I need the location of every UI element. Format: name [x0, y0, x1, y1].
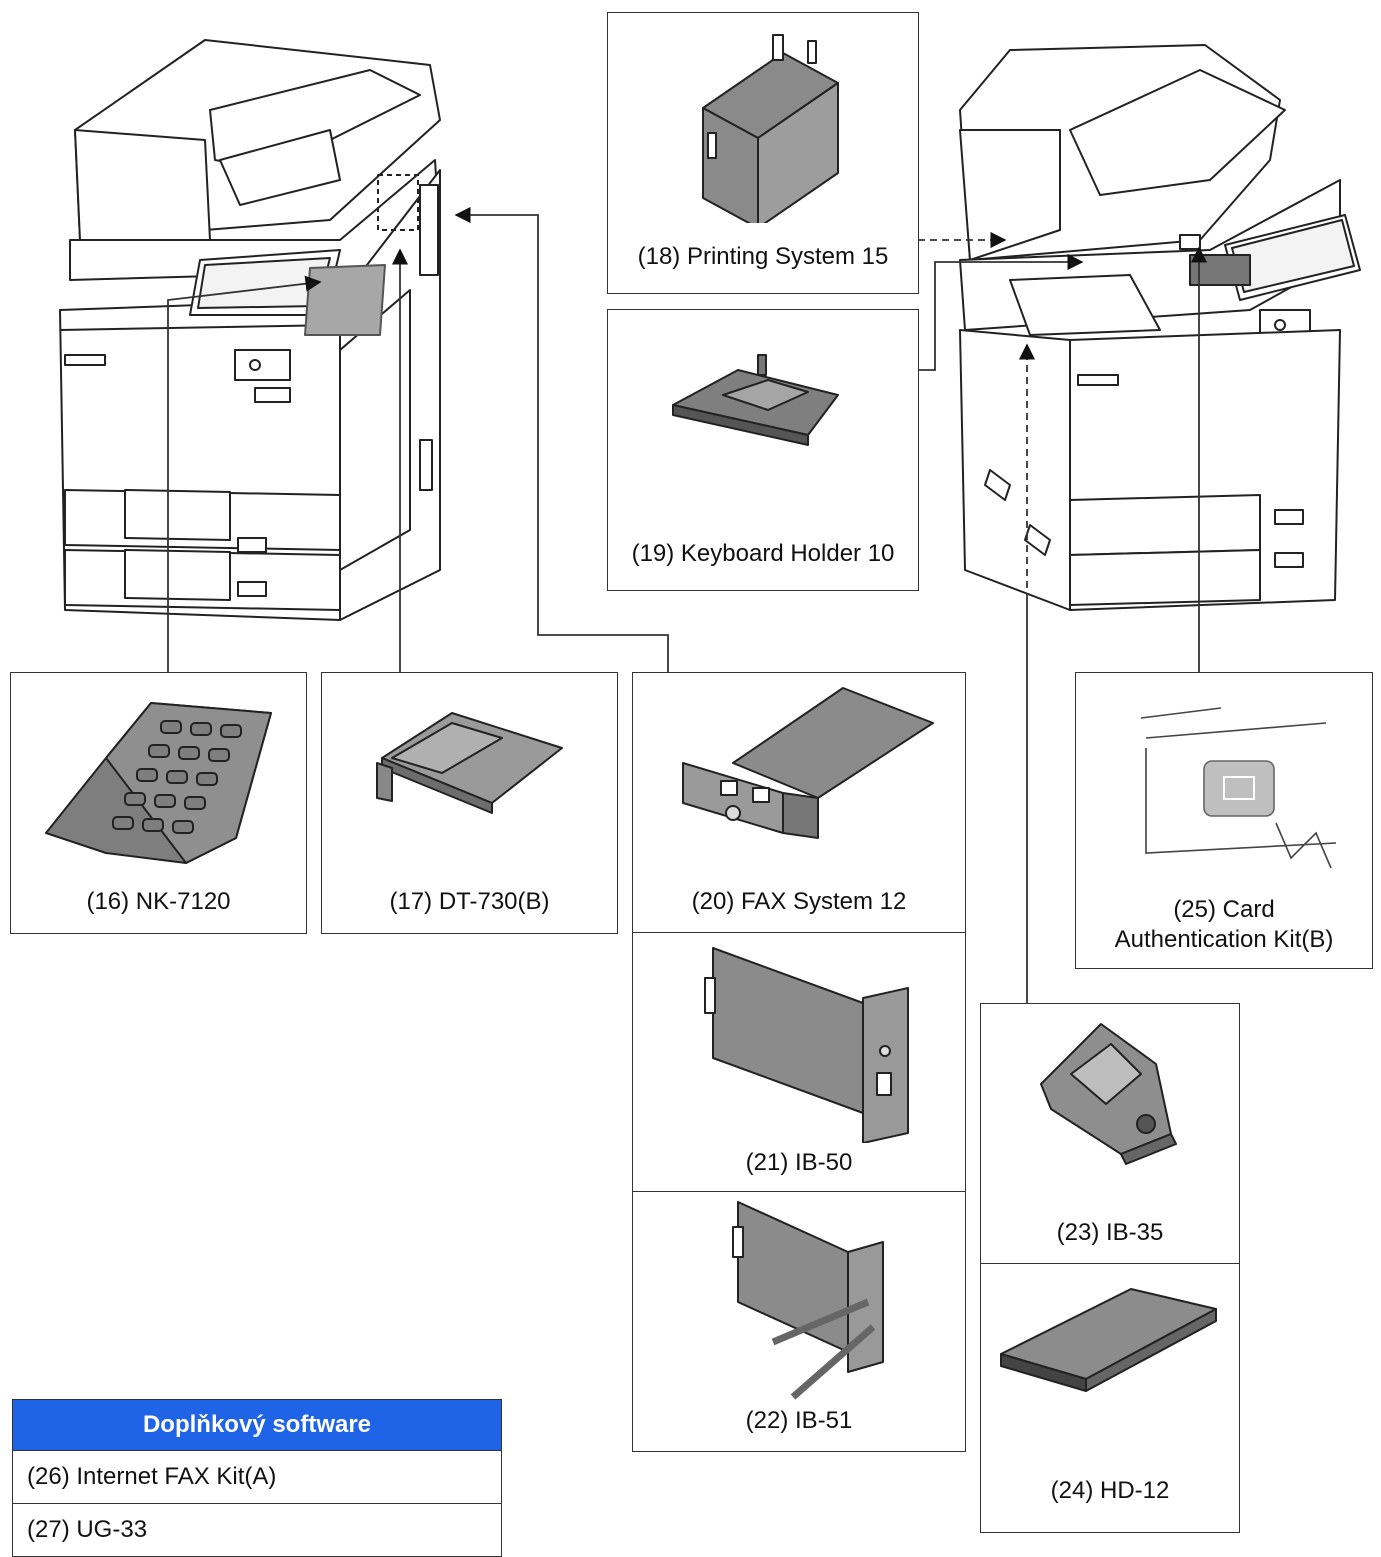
printing-system-label: (18) Printing System 15	[637, 243, 889, 270]
card-auth-label-line2: Authentication Kit(B)	[1114, 926, 1334, 953]
option-nk7120-box: (16) NK-7120	[10, 672, 307, 934]
option-ib50-box: (21) IB-50	[632, 932, 966, 1193]
hard-disk-device-icon	[1000, 1288, 1217, 1392]
option-fax-system-box: (20) FAX System 12	[632, 672, 966, 934]
fax-system-label: (20) FAX System 12	[691, 888, 907, 915]
ib50-board-device-icon	[704, 947, 909, 1143]
optional-software-header: Doplňkový software	[13, 1400, 501, 1451]
software-row: (27) UG-33	[13, 1504, 501, 1557]
hd12-label: (24) HD-12	[1050, 1477, 1170, 1504]
ib50-label: (21) IB-50	[745, 1149, 853, 1176]
option-card-auth-box: (25) Card Authentication Kit(B)	[1075, 672, 1373, 969]
option-printing-system-box: (18) Printing System 15	[607, 12, 919, 294]
card-auth-label-line1: (25) Card	[1173, 896, 1275, 923]
option-ib51-box: (22) IB-51	[632, 1191, 966, 1452]
mfp-right-illustration	[959, 44, 1361, 611]
ib51-label: (22) IB-51	[745, 1407, 853, 1434]
card-reader-device-icon	[1140, 707, 1337, 869]
option-dt730b-box: (17) DT-730(B)	[321, 672, 618, 934]
nk7120-label: (16) NK-7120	[86, 888, 231, 915]
keyboard-holder-label: (19) Keyboard Holder 10	[631, 540, 895, 567]
document-tray-device-icon	[376, 712, 563, 814]
ib51-board-device-icon	[732, 1201, 884, 1400]
option-ib35-box: (23) IB-35	[980, 1003, 1240, 1265]
ib35-module-device-icon	[1040, 1023, 1177, 1165]
optional-software-table: Doplňkový software (26) Internet FAX Kit…	[12, 1399, 502, 1557]
dt730b-label: (17) DT-730(B)	[389, 888, 550, 915]
option-keyboard-holder-box: (19) Keyboard Holder 10	[607, 309, 919, 591]
keyboard-holder-device-icon	[672, 354, 839, 446]
fax-board-device-icon	[682, 687, 934, 839]
numeric-keypad-device-icon	[45, 702, 272, 864]
option-hd12-box: (24) HD-12	[980, 1263, 1240, 1533]
software-row: (26) Internet FAX Kit(A)	[13, 1451, 501, 1504]
ib35-label: (23) IB-35	[1056, 1219, 1164, 1246]
printing-system-device-icon	[702, 34, 839, 223]
mfp-left-illustration	[59, 39, 441, 621]
